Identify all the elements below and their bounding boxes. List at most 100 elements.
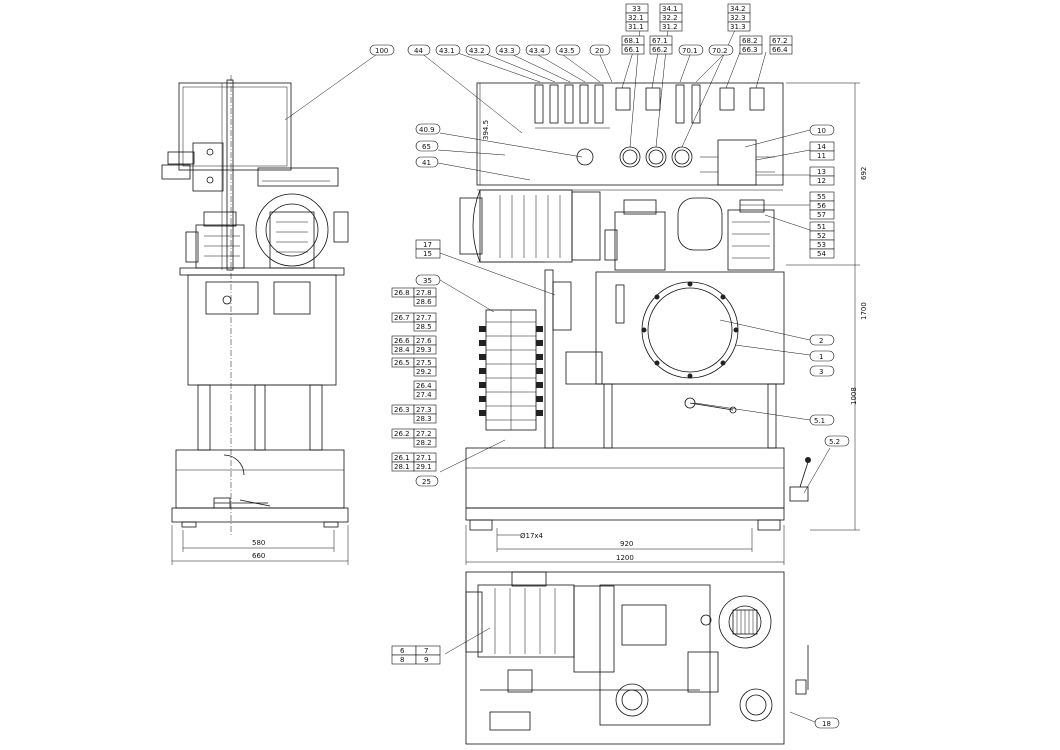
tag-27-4: 27.4 — [413, 389, 437, 400]
svg-text:41: 41 — [422, 159, 431, 167]
dim-1008: 1008 — [850, 387, 858, 405]
tag-14: 14 — [809, 141, 835, 152]
tag-70-2: 70.2 — [708, 44, 734, 56]
svg-text:13: 13 — [817, 168, 826, 176]
tag-28-2: 28.2 — [413, 437, 437, 448]
svg-text:40.9: 40.9 — [419, 126, 435, 134]
svg-text:33: 33 — [632, 5, 641, 13]
svg-text:26.4: 26.4 — [416, 382, 432, 390]
svg-text:67.2: 67.2 — [772, 37, 788, 45]
dim-580: 580 — [252, 539, 265, 547]
tag-26-4: 26.4 — [413, 380, 437, 391]
svg-text:25: 25 — [422, 478, 431, 486]
svg-text:51: 51 — [817, 223, 826, 231]
svg-text:66.3: 66.3 — [742, 46, 758, 54]
svg-text:5.1: 5.1 — [814, 417, 825, 425]
tag-26-8: 26.8 — [391, 287, 415, 298]
svg-text:26.2: 26.2 — [394, 430, 410, 438]
tag-43-5: 43.5 — [555, 44, 581, 56]
svg-text:5.2: 5.2 — [829, 438, 840, 446]
svg-text:26.8: 26.8 — [394, 289, 410, 297]
dim-660: 660 — [252, 552, 265, 560]
tag-1: 1 — [809, 350, 835, 362]
tag-43-2: 43.2 — [465, 44, 491, 56]
tag-32-2: 32.2 — [659, 12, 683, 23]
svg-text:3: 3 — [819, 368, 823, 376]
tag-26-3: 26.3 — [391, 404, 415, 415]
svg-text:43.3: 43.3 — [499, 47, 515, 55]
tag-67-2: 67.2 — [769, 35, 793, 46]
svg-text:27.4: 27.4 — [416, 391, 432, 399]
tag-66-1: 66.1 — [621, 44, 645, 55]
tag-32-1: 32.1 — [625, 12, 649, 23]
dim-1200: 1200 — [616, 554, 634, 562]
tag-66-2: 66.2 — [649, 44, 673, 55]
svg-text:28.5: 28.5 — [416, 323, 432, 331]
svg-text:57: 57 — [817, 211, 826, 219]
tag-26-1: 26.1 — [391, 452, 415, 463]
svg-text:28.4: 28.4 — [394, 346, 410, 354]
tag-56: 56 — [809, 200, 835, 211]
tag-5-2: 5.2 — [824, 435, 850, 447]
svg-text:56: 56 — [817, 202, 826, 210]
svg-text:26.3: 26.3 — [394, 406, 410, 414]
svg-text:44: 44 — [414, 47, 423, 55]
svg-text:20: 20 — [595, 47, 604, 55]
svg-text:68.2: 68.2 — [742, 37, 758, 45]
tag-26-5: 26.5 — [391, 357, 415, 368]
tag-27-2: 27.2 — [413, 428, 437, 439]
svg-text:10: 10 — [817, 127, 826, 135]
svg-text:52: 52 — [817, 232, 826, 240]
tag-67-1: 67.1 — [649, 35, 673, 46]
tag-31-1: 31.1 — [625, 21, 649, 32]
tag-34-2: 34.2 — [727, 3, 751, 14]
svg-text:31.3: 31.3 — [730, 23, 746, 31]
tag-12: 12 — [809, 175, 835, 186]
tag-54: 54 — [809, 248, 835, 259]
tag-8: 8 — [391, 654, 417, 665]
svg-text:26.5: 26.5 — [394, 359, 410, 367]
tag-51: 51 — [809, 221, 835, 232]
tag-28-3: 28.3 — [413, 413, 437, 424]
svg-text:26.6: 26.6 — [394, 337, 410, 345]
tag-41: 41 — [415, 156, 439, 168]
tag-18: 18 — [814, 717, 840, 729]
svg-text:67.1: 67.1 — [652, 37, 668, 45]
svg-text:27.2: 27.2 — [416, 430, 432, 438]
svg-text:1: 1 — [819, 353, 823, 361]
tag-7: 7 — [415, 645, 441, 656]
tag-53: 53 — [809, 239, 835, 250]
tag-26-7: 26.7 — [391, 312, 415, 323]
svg-text:54: 54 — [817, 250, 826, 258]
dim-394-5: 394.5 — [482, 120, 490, 140]
tag-26-2: 26.2 — [391, 428, 415, 439]
tag-20: 20 — [589, 44, 611, 56]
tag-9: 9 — [415, 654, 441, 665]
tag-17: 17 — [415, 239, 441, 250]
leader-lines — [284, 29, 831, 723]
svg-text:12: 12 — [817, 177, 826, 185]
tag-66-3: 66.3 — [739, 44, 763, 55]
svg-text:14: 14 — [817, 143, 826, 151]
svg-text:70.1: 70.1 — [682, 47, 698, 55]
svg-text:31.1: 31.1 — [628, 23, 644, 31]
svg-text:9: 9 — [424, 656, 428, 664]
svg-text:70.2: 70.2 — [712, 47, 728, 55]
tag-13: 13 — [809, 166, 835, 177]
svg-text:27.3: 27.3 — [416, 406, 432, 414]
tag-66-4: 66.4 — [769, 44, 793, 55]
svg-text:34.1: 34.1 — [662, 5, 678, 13]
svg-text:32.1: 32.1 — [628, 14, 644, 22]
callout-tags: 100 44 43.1 43.2 43.3 43.4 43.5 20 33 32… — [369, 3, 850, 729]
svg-text:11: 11 — [817, 152, 826, 160]
front-view-dimensions: Ø17x4 920 1200 692 1700 1008 394.5 — [465, 82, 868, 565]
tag-25: 25 — [415, 475, 439, 487]
tag-28-6: 28.6 — [413, 296, 437, 307]
tag-70-1: 70.1 — [678, 44, 704, 56]
tag-27-1: 27.1 — [413, 452, 437, 463]
tag-27-6: 27.6 — [413, 335, 437, 346]
tag-43-1: 43.1 — [435, 44, 461, 56]
tag-27-8: 27.8 — [413, 287, 437, 298]
svg-text:32.3: 32.3 — [730, 14, 746, 22]
svg-text:66.1: 66.1 — [624, 46, 640, 54]
